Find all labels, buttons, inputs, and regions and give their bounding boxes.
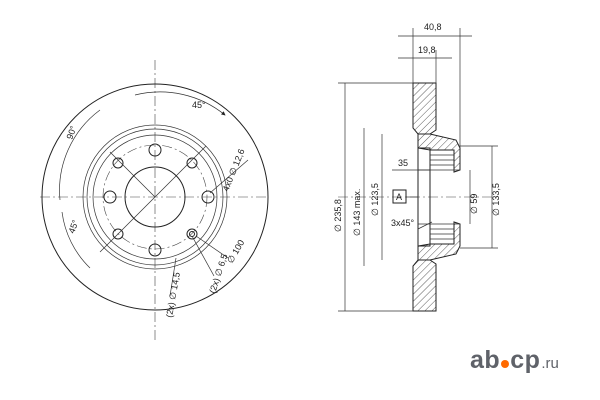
total-thickness-label: 40,8 [424,22,442,32]
ray-45-left [109,151,156,198]
bolt-holes-label: 4x0 ∅ 12,6 [221,147,247,192]
section-hub-top [417,133,461,173]
pitch-circle [102,144,208,250]
aux-hole-top-right [186,157,198,169]
logo-dot-icon [501,360,510,368]
offset-label: 35 [398,158,408,168]
angle-left-bottom-label: 45° [66,218,80,235]
bolt-hole-top [148,143,162,157]
leader-bolt-holes [209,159,249,194]
leader-pcd [195,235,229,259]
hub-step [92,134,218,260]
bolt-hole-bottom [148,243,162,257]
arc-45-left [61,211,91,269]
disc-friction-inner-edge [82,124,228,270]
aux-hole-top-left [112,157,124,169]
aux-hole-bottom-right-inner [189,231,195,237]
ray-45-right [154,145,207,198]
hub-diameter-label: ∅ 133,5 [491,183,501,216]
center-bore [124,166,186,228]
section-ring-bottom [412,259,437,312]
leader-small-hole [191,235,215,277]
disc-outer-edge [41,83,269,311]
small-hole-label: (2x) ∅ 6,5 [207,253,229,295]
logo-brand-start: ab [470,346,501,374]
left-hole-label: (2x) ∅ 14,5 [164,271,182,318]
bore-label: ∅ 59 [469,194,479,214]
hub-outer-edge [86,128,224,266]
bolt-hole-right [201,190,215,204]
side-view: 40,8 19,8 ∅ 235,8 ∅ 143 max. ∅ 123,5 35 … [333,22,501,312]
arc-90-left [59,109,101,201]
aux-hole-bottom-left [112,228,124,240]
ray-down-left [99,196,156,253]
hub-vents [430,154,454,240]
chamfer-label: 3x45° [391,218,415,228]
arc-45-top [134,91,226,116]
max-diameter-label: ∅ 143 max. [352,189,362,236]
angle-left-top-label: 90° [64,124,78,141]
inner-diameter-label: ∅ 123,5 [370,183,380,216]
outer-diameter-label: ∅ 235,8 [333,199,343,232]
logo-brand-end: cp [510,346,541,374]
chamfer-leader [417,221,433,230]
disc-thickness-label: 19,8 [418,45,436,55]
datum-label: A [396,192,402,202]
bolt-hole-left [103,190,117,204]
logo-tld: .ru [541,355,559,372]
leader-left-hole [169,257,177,297]
pcd-label: ∅ 100 [225,238,246,265]
section-hub-bottom [417,221,461,261]
angle-top-label: 45° [192,100,206,110]
aux-hole-bottom-right [186,228,198,240]
section-ring-top [412,82,437,135]
datum-box [392,189,407,204]
front-view: 45° 90° 45° 4x0 ∅ 12,6 ∅ 100 (2x) ∅ 6,5 … [40,60,269,340]
